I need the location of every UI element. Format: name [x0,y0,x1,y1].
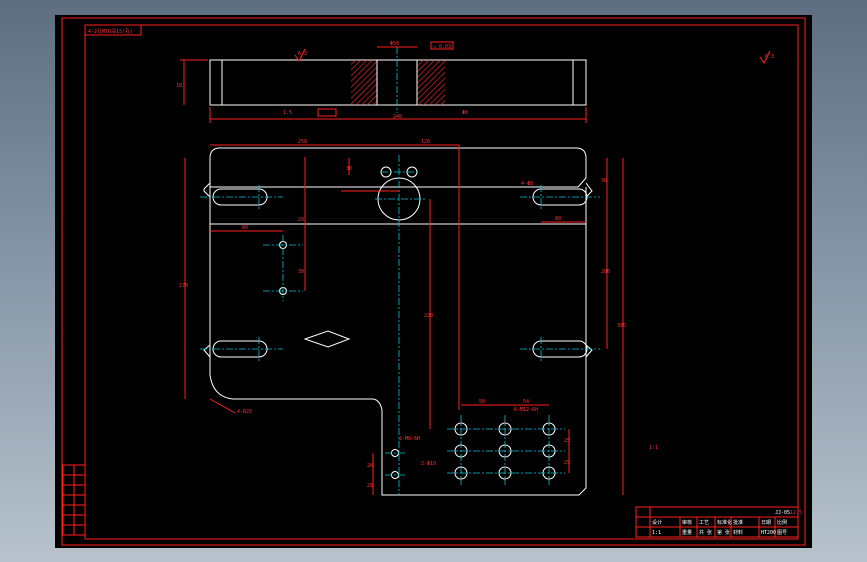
diamond-mark [303,330,351,348]
dim-right-slot-len: 80 [555,216,561,222]
tech-note-small: 1:1 [649,445,658,451]
cad-drawing: 4-2孔M10深15(孔) 240 18 Φ50 ▭ 0.03 1.5 Φ8 6… [61,17,806,546]
tb-cell-13: 图号 [777,530,787,536]
tb-cell-8: 重量 [682,529,692,536]
section-hatch-right [417,60,445,105]
dim-hole-row-b: 25 [564,460,570,466]
dim-hole-spacing-a: 58 [479,399,485,405]
tb-cell-14: JJ-05 [775,510,790,516]
inner-frame [84,24,799,540]
dim-right-slot-w: 4-Φ8 [521,181,533,187]
roughness-b: 6.3 [765,54,774,60]
dim-right-height: 280 [601,269,610,275]
tolerance-frame [430,41,454,50]
tb-cell-10: 第 张 [717,529,730,536]
dim-left-bore-depth: 20 [298,217,304,223]
dim-left-slot-len: 80 [242,225,248,231]
revision-strip [62,464,86,536]
tb-cell-0: 设计 [652,519,662,526]
outer-frame [61,17,806,546]
tb-cell-4: 批准 [733,519,743,526]
dim-top-a: 258 [298,139,307,145]
dim-right-total: 365 [617,323,626,329]
tb-cell-11: 材料 [733,529,743,536]
tb-cell-5: 日期 [761,520,771,526]
dim-offset-top: 30 [346,166,352,172]
dim-hole-note-a: 6-M12-6H [514,407,538,413]
corner-note-text: 4-2孔M10深15(孔) [88,28,133,35]
dim-bottom-b: 26 [367,483,373,489]
roughness-c: 12.5 [790,510,802,516]
dim-note-left: 1.5 [283,110,292,116]
dim-right-top-offset: 36 [601,178,607,184]
dim-left-slot-hole: 30 [298,269,304,275]
dim-hole-row-a: 25 [564,438,570,444]
corner-note-box [84,24,142,36]
tb-cell-2: 工艺 [699,520,709,526]
dim-bore: Φ50 [390,41,399,47]
tb-cell-6: 比例 [777,519,787,526]
dim-bottom-a: 26 [367,463,373,469]
dim-vertical-total: 270 [179,283,188,289]
tb-cell-12: HT200 [761,530,776,536]
dim-tolerance: ▭ 0.03 [433,44,451,50]
dim-top-b: 120 [421,139,430,145]
tb-cell-3: 标准化 [717,519,732,526]
dim-thickness: 18 [176,83,182,89]
main-view: 258 120 30 20 80 30 270 280 365 80 4-Φ8 … [179,139,626,496]
tb-cell-1: 审核 [682,519,692,526]
dim-corner-note: 4-R20 [237,409,252,415]
title-block: 设计 审核 工艺 标准化 批准 日期 比例 1:1 重量 共 张 第 张 材料 … [635,506,802,538]
dim-hole-spacing-b: 54 [523,399,529,405]
drawing-sheet: 4-2孔M10深15(孔) 240 18 Φ50 ▭ 0.03 1.5 Φ8 6… [55,15,812,548]
tb-cell-7: 1:1 [652,530,661,536]
dim-note-right: Φ8 [462,110,468,116]
section-hatch-left [351,60,377,105]
dim-small-hole-note: 2-M8-6H [399,436,420,442]
dim-hole-note-b: 2-Φ10 [421,461,436,467]
dim-center-len: 220 [424,313,433,319]
dim-overall-length: 240 [393,114,402,120]
tb-cell-9: 共 张 [699,529,712,536]
top-view: 240 18 Φ50 ▭ 0.03 1.5 Φ8 6.3 [176,41,587,123]
